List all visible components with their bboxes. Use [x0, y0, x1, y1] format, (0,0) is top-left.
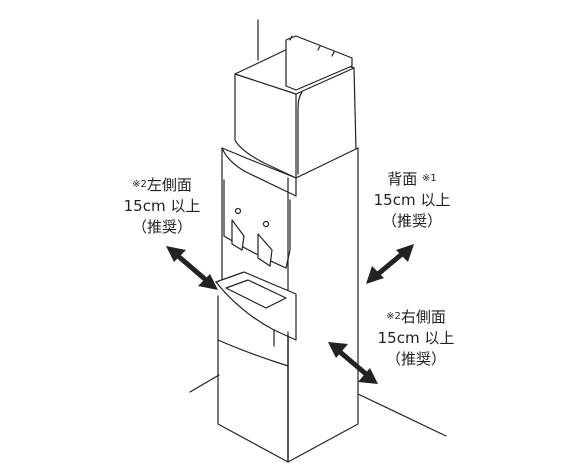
distance-text: 15cm 以上	[123, 197, 201, 215]
side-name: 背面	[387, 170, 418, 188]
footnote-mark: ※1	[422, 173, 437, 184]
drip-tray	[215, 271, 297, 347]
recommended-text: （推奨）	[131, 218, 192, 236]
back-title: 背面 ※1	[356, 168, 468, 190]
footnote-mark: ※2	[132, 179, 147, 190]
cold-tap	[231, 219, 245, 251]
recommended-text: （推奨）	[381, 212, 442, 230]
lower-cabinet	[217, 295, 289, 463]
bottle-cabinet	[234, 35, 357, 179]
left-side-title: ※2左側面	[112, 174, 212, 196]
footnote-mark: ※2	[386, 311, 401, 322]
side-name: 右側面	[400, 308, 446, 326]
left-clearance-arrow	[166, 246, 218, 290]
back-clearance-arrow	[366, 244, 414, 284]
floor-line-right	[357, 393, 447, 437]
right-side-clearance-label: ※2右側面 15cm 以上 （推奨）	[362, 306, 470, 370]
right-clearance-arrow	[328, 342, 378, 384]
hot-tap	[257, 233, 273, 267]
left-side-clearance-label: ※2左側面 15cm 以上 （推奨）	[112, 174, 212, 238]
distance-text: 15cm 以上	[377, 329, 455, 347]
tap-panel	[223, 179, 291, 269]
side-name: 左側面	[146, 176, 192, 194]
distance-text: 15cm 以上	[373, 191, 451, 209]
back-clearance-label: 背面 ※1 15cm 以上 （推奨）	[356, 168, 468, 232]
floor-line-left	[189, 374, 220, 393]
right-side-title: ※2右側面	[362, 306, 470, 328]
recommended-text: （推奨）	[385, 350, 446, 368]
